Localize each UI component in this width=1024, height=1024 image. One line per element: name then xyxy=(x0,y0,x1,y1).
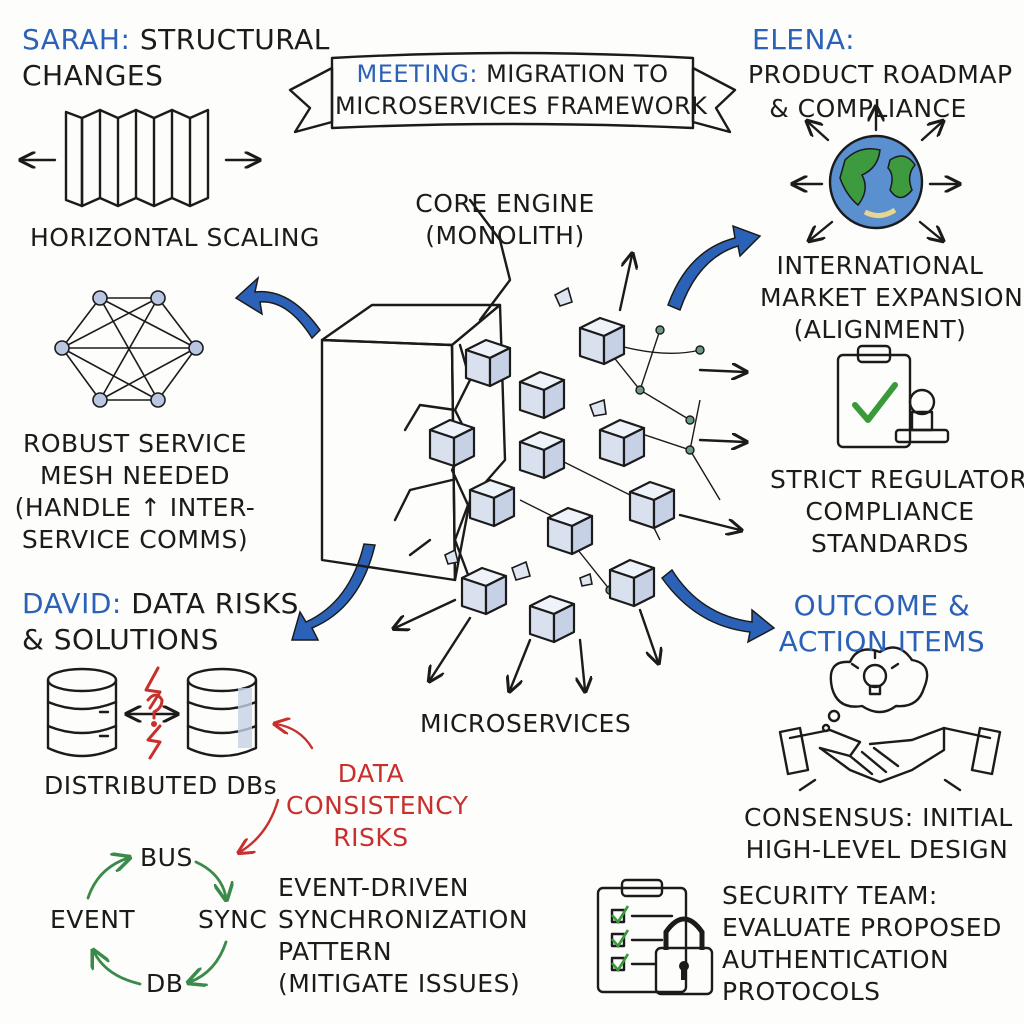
mesh-line-2: MESH NEEDED xyxy=(39,461,231,490)
reg-line-1: STRICT REGULATORY xyxy=(770,465,1024,494)
david-topic-1: DATA RISKS xyxy=(131,587,299,620)
market-line-1: INTERNATIONAL xyxy=(776,251,984,280)
database-icon xyxy=(46,667,258,758)
david-heading: DAVID: DATA RISKS & SOLUTIONS xyxy=(22,586,299,658)
lightbulb-icon xyxy=(821,646,929,733)
market-expansion-label: INTERNATIONAL MARKET EXPANSION (ALIGNMEN… xyxy=(760,250,1024,346)
risk-line-3: RISKS xyxy=(333,823,409,852)
title-line1: MIGRATION TO xyxy=(486,60,669,88)
page-title: MEETING: MIGRATION TO MICROSERVICES FRAM… xyxy=(335,58,707,122)
core-engine-line-1: CORE ENGINE xyxy=(415,189,595,218)
data-risk-label: DATA CONSISTENCY RISKS xyxy=(286,758,469,854)
core-engine-line-2: (MONOLITH) xyxy=(425,221,585,250)
pattern-line-1: EVENT-DRIVEN xyxy=(278,873,469,902)
security-line-3: AUTHENTICATION xyxy=(722,945,950,974)
risk-line-1: DATA xyxy=(337,759,405,788)
outcome-title-1: OUTCOME & xyxy=(793,589,971,622)
stamp-icon xyxy=(894,388,950,444)
cycle-db-label: DB xyxy=(146,969,184,998)
elena-heading: ELENA: xyxy=(752,22,855,58)
risk-arrows xyxy=(240,724,314,852)
explosion-arrows xyxy=(395,255,745,690)
mesh-line-4: SERVICE COMMS) xyxy=(21,525,249,554)
horizontal-scaling-label: HORIZONTAL SCALING xyxy=(30,223,320,252)
elena-topic-2: & COMPLIANCE xyxy=(769,94,967,123)
sarah-heading: SARAH: STRUCTURAL CHANGES xyxy=(22,22,330,94)
david-topic-2: & SOLUTIONS xyxy=(22,623,219,656)
security-line-4: PROTOCOLS xyxy=(722,977,881,1006)
scaling-icon xyxy=(22,108,258,208)
handshake-icon xyxy=(778,726,1002,792)
elena-name: ELENA: xyxy=(752,23,856,56)
mesh-line-3: (HANDLE ↑ INTER- xyxy=(14,493,256,522)
risk-line-2: CONSISTENCY xyxy=(286,791,469,820)
consensus-line-2: HIGH-LEVEL DESIGN xyxy=(745,835,1009,864)
security-line-1: SECURITY TEAM: xyxy=(722,881,938,910)
globe-icon xyxy=(794,108,958,240)
cycle-sync-label: SYNC xyxy=(198,905,268,934)
reg-line-2: COMPLIANCE xyxy=(805,497,975,526)
consensus-label: CONSENSUS: INITIAL HIGH-LEVEL DESIGN xyxy=(744,802,1013,866)
market-line-2: MARKET EXPANSION xyxy=(760,283,1024,312)
elena-topic: PRODUCT ROADMAP & COMPLIANCE xyxy=(748,58,1013,126)
elena-topic-1: PRODUCT ROADMAP xyxy=(748,60,1013,89)
service-mesh-label: ROBUST SERVICE MESH NEEDED (HANDLE ↑ INT… xyxy=(10,428,260,556)
pattern-line-2: SYNCHRONIZATION xyxy=(278,905,529,934)
market-line-3: (ALIGNMENT) xyxy=(793,315,967,344)
mesh-line-1: ROBUST SERVICE xyxy=(23,429,247,458)
cycle-event-label: EVENT xyxy=(50,905,136,934)
david-name: DAVID: xyxy=(22,587,122,620)
cycle-bus-label: BUS xyxy=(140,843,193,872)
pattern-line-4: (MITIGATE ISSUES) xyxy=(278,969,521,998)
title-meeting-label: MEETING: xyxy=(356,60,478,88)
cycle-arrows-icon xyxy=(86,858,226,984)
padlock-icon xyxy=(654,916,714,996)
pattern-line-3: PATTERN xyxy=(278,937,393,966)
regulatory-label: STRICT REGULATORY COMPLIANCE STANDARDS xyxy=(770,464,1024,560)
security-line-2: EVALUATE PROPOSED xyxy=(722,913,1002,942)
security-team-label: SECURITY TEAM: EVALUATE PROPOSED AUTHENT… xyxy=(722,880,1002,1008)
lightning-icon xyxy=(144,666,164,760)
reg-line-3: STANDARDS xyxy=(811,529,969,558)
service-mesh-icon xyxy=(54,290,204,408)
sarah-topic-2: CHANGES xyxy=(22,59,164,92)
outcome-heading: OUTCOME & ACTION ITEMS xyxy=(762,588,1002,660)
microservice-cubes-icon xyxy=(428,316,676,644)
sarah-topic-1: STRUCTURAL xyxy=(139,23,330,56)
checklist-icon xyxy=(596,878,688,994)
event-driven-pattern-label: EVENT-DRIVEN SYNCHRONIZATION PATTERN (MI… xyxy=(278,872,528,1000)
distributed-dbs-label: DISTRIBUTED DBs xyxy=(44,771,278,800)
clipboard-check-icon xyxy=(836,344,912,449)
microservices-label: MICROSERVICES xyxy=(420,709,632,738)
blue-arrows xyxy=(234,224,776,644)
consensus-line-1: CONSENSUS: INITIAL xyxy=(744,803,1013,832)
core-engine-label: CORE ENGINE (MONOLITH) xyxy=(380,188,630,252)
debris-fragments xyxy=(444,286,607,587)
sarah-name: SARAH: xyxy=(22,23,131,56)
outcome-title-2: ACTION ITEMS xyxy=(778,625,986,658)
title-line2: MICROSERVICES FRAMEWORK xyxy=(335,92,708,120)
title-banner xyxy=(288,51,737,134)
